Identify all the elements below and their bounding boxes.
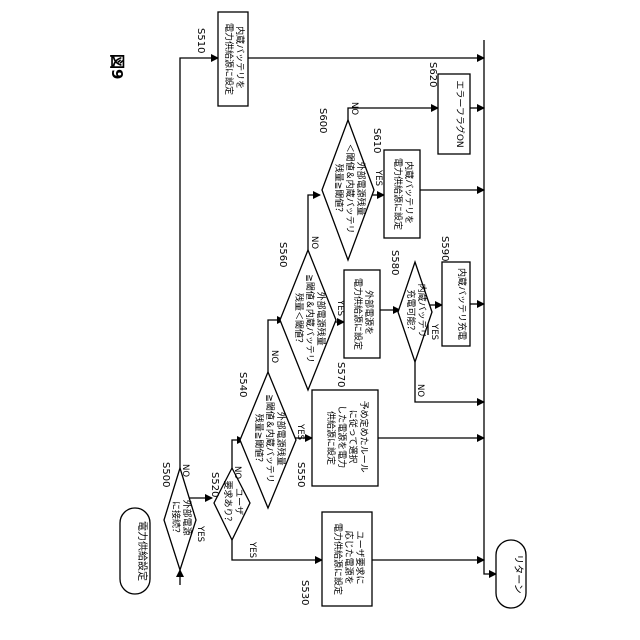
decision-s560: 外部電源残量 ≧閾値＆内蔵バッテリ 残量＜閾値？ S560 [277, 242, 336, 390]
decision-s520: ユーザ 要求あり？ S520 [209, 468, 250, 540]
end-terminal: リターン [496, 540, 526, 608]
s500-no-label: NO [180, 464, 190, 477]
svg-text:内蔵バッテリを 電力供給源に設定: 内蔵バッテリを 電力供給源に設定 [392, 158, 415, 230]
s520-label: S520 [209, 472, 220, 497]
svg-text:リターン: リターン [512, 554, 524, 594]
svg-text:予め定めたルール に従って選択 した: 予め定めたルール に従って選択 した電源を電力 供給源に設定 [325, 401, 370, 476]
s580-label: S580 [389, 250, 400, 275]
s520-no-label: NO [232, 466, 242, 479]
svg-text:内蔵バッテリ 充電可能？: 内蔵バッテリ 充電可能？ [405, 284, 428, 341]
decision-s580: 内蔵バッテリ 充電可能？ S580 [389, 250, 432, 362]
s590-label: S590 [439, 236, 450, 261]
decision-s540: 外部電源残量 ≧閾値＆内蔵バッテリ 残量≧閾値？ S540 [237, 372, 296, 508]
svg-text:エラーフラグON: エラーフラグON [454, 80, 466, 147]
s530-label: S530 [299, 580, 310, 605]
figure-title: 図9 [108, 54, 126, 79]
decision-s500: 外部電源 に接続？ S500 [160, 462, 196, 570]
svg-text:内蔵バッテリ充電: 内蔵バッテリ充電 [456, 268, 468, 340]
s600-no-label: NO [349, 102, 359, 115]
process-s510: 内蔵バッテリを 電力供給源に設定 S510 [195, 12, 248, 106]
s560-no-label: NO [309, 236, 319, 249]
s500-text: 外部電源 に接続？ [170, 500, 193, 539]
s560-yes-label: YES [335, 299, 345, 316]
s600-yes-label: YES [373, 169, 383, 186]
s620-label: S620 [427, 62, 438, 87]
s550-label: S550 [295, 462, 306, 487]
process-s550: 予め定めたルール に従って選択 した電源を電力 供給源に設定 S550 [295, 390, 378, 487]
svg-text:内蔵バッテリを 電力供給源に設定: 内蔵バッテリを 電力供給源に設定 [223, 23, 246, 95]
decision-s600: 外部電源残量 ＜閾値＆内蔵バッテリ 残量≧閾値？ S600 [317, 108, 374, 260]
s600-label: S600 [317, 108, 328, 133]
s610-label: S610 [371, 128, 382, 153]
s540-label: S540 [237, 372, 248, 397]
s500-label: S500 [160, 462, 171, 487]
s540-no-label: NO [269, 350, 279, 363]
s500-yes-label: YES [195, 525, 205, 542]
s540-yes-label: YES [295, 423, 305, 440]
svg-text:電力供給設定: 電力供給設定 [136, 521, 149, 581]
s570-label: S570 [335, 362, 346, 387]
process-s570: 外部電源を 電力供給源に設定 S570 [335, 270, 380, 387]
svg-text:ユーザ要求に 応じた電源を 電力供給: ユーザ要求に 応じた電源を 電力供給源に設定 [332, 523, 366, 595]
start-terminal: 電力供給設定 [120, 508, 150, 594]
process-s590: 内蔵バッテリ充電 S590 [439, 236, 470, 346]
s520-yes-label: YES [247, 541, 257, 558]
s580-no-label: NO [415, 384, 425, 397]
s510-label: S510 [195, 28, 206, 53]
process-s530: ユーザ要求に 応じた電源を 電力供給源に設定 S530 [299, 512, 372, 606]
s560-label: S560 [277, 242, 288, 267]
s580-yes-label: YES [429, 323, 439, 340]
